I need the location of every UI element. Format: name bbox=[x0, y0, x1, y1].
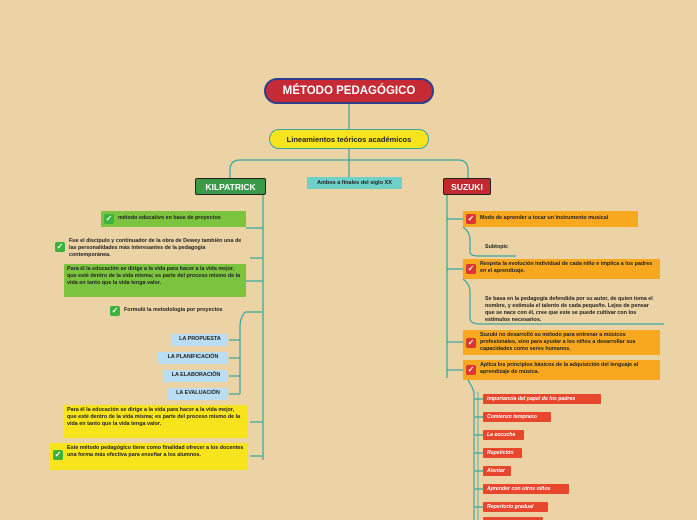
item-text: LA ELABORACIÓN bbox=[171, 372, 221, 379]
planning-step[interactable]: LA PLANIFICACIÓN bbox=[158, 352, 228, 364]
checkmark-icon: ✓ bbox=[466, 338, 476, 348]
checkmark-icon: ✓ bbox=[466, 214, 476, 224]
item-text: Fue el discípulo y continuador de la obr… bbox=[69, 238, 242, 259]
kilpatrick-item[interactable]: Para él la educación se dirige a la vida… bbox=[64, 264, 246, 297]
checkmark-icon: ✓ bbox=[110, 306, 120, 316]
planning-step[interactable]: LA ELABORACIÓN bbox=[164, 370, 228, 382]
suzuki-item[interactable]: ✓ Respeta la evolución individual de cad… bbox=[463, 259, 660, 279]
item-text: Este método pedagógico tiene como finali… bbox=[67, 445, 244, 459]
item-text: Formuló la metodología por proyectos bbox=[124, 307, 223, 314]
suzuki-item[interactable]: ✓ Modo de aprender a tocar un instrument… bbox=[463, 211, 638, 227]
checkmark-icon: ✓ bbox=[104, 214, 114, 224]
branch-kilpatrick[interactable]: KILPATRICK bbox=[195, 178, 266, 195]
branch-suzuki[interactable]: SUZUKI bbox=[443, 178, 491, 195]
item-text: Modo de aprender a tocar un instrumento … bbox=[480, 215, 609, 222]
suzuki-leaf[interactable]: Repetición bbox=[483, 448, 522, 458]
suzuki-item[interactable]: ✓ Suzuki no desarrolló su método para en… bbox=[463, 330, 660, 355]
kilpatrick-item[interactable]: ✓ Formuló la metodología por proyectos bbox=[107, 304, 247, 318]
item-text: Respeta la evolución individual de cada … bbox=[480, 261, 653, 275]
item-text: Subtopic bbox=[485, 244, 509, 250]
checkmark-icon: ✓ bbox=[466, 365, 476, 375]
suzuki-item[interactable]: ✓ Aplica los principios básicos de la ad… bbox=[463, 360, 660, 380]
item-text: LA PLANIFICACIÓN bbox=[167, 354, 219, 361]
central-topic[interactable]: MÉTODO PEDAGÓGICO bbox=[264, 78, 434, 104]
kilpatrick-item[interactable]: Para él la educación se dirige a la vida… bbox=[64, 405, 248, 438]
suzuki-leaf[interactable]: Repertorio gradual bbox=[483, 502, 548, 512]
kilpatrick-item[interactable]: ✓ método educativo en base de proyectos bbox=[101, 211, 246, 227]
item-text: Para él la educación se dirige a la vida… bbox=[67, 407, 241, 428]
planning-step[interactable]: LA EVALUACIÓN bbox=[168, 388, 228, 400]
suzuki-leaf[interactable]: Importancia del papel de los padres bbox=[483, 394, 601, 404]
planning-step[interactable]: LA PROPUESTA bbox=[172, 334, 228, 346]
item-text: LA PROPUESTA bbox=[179, 336, 221, 343]
checkmark-icon: ✓ bbox=[55, 242, 65, 252]
kilpatrick-item[interactable]: ✓ Este método pedagógico tiene como fina… bbox=[50, 443, 248, 470]
checkmark-icon: ✓ bbox=[53, 450, 63, 460]
suzuki-leaf[interactable]: La escucha bbox=[483, 430, 524, 440]
suzuki-subtopic[interactable]: Subtopic bbox=[482, 242, 522, 254]
suzuki-leaf[interactable]: Aprender con otros niños bbox=[483, 484, 569, 494]
suzuki-leaf[interactable]: Alentar bbox=[483, 466, 511, 476]
item-text: método educativo en base de proyectos bbox=[118, 215, 221, 222]
suzuki-leaf-partial bbox=[483, 517, 543, 520]
item-text: Aplica los principios básicos de la adqu… bbox=[480, 362, 639, 376]
item-text: Se basa en la pedagogía defendida por su… bbox=[485, 296, 653, 324]
suzuki-item[interactable]: Se basa en la pedagogía defendida por su… bbox=[482, 294, 662, 324]
kilpatrick-item[interactable]: ✓ Fue el discípulo y continuador de la o… bbox=[52, 236, 250, 260]
item-text: Suzuki no desarrolló su método para entr… bbox=[480, 332, 636, 353]
item-text: LA EVALUACIÓN bbox=[176, 390, 220, 397]
checkmark-icon: ✓ bbox=[466, 264, 476, 274]
branch-middle-label[interactable]: Ambos a finales del siglo XX bbox=[307, 177, 402, 189]
item-text: Para él la educación se dirige a la vida… bbox=[67, 266, 241, 287]
main-subtopic[interactable]: Lineamientos teóricos académicos bbox=[269, 129, 429, 149]
suzuki-leaf[interactable]: Comienzo temprano bbox=[483, 412, 551, 422]
